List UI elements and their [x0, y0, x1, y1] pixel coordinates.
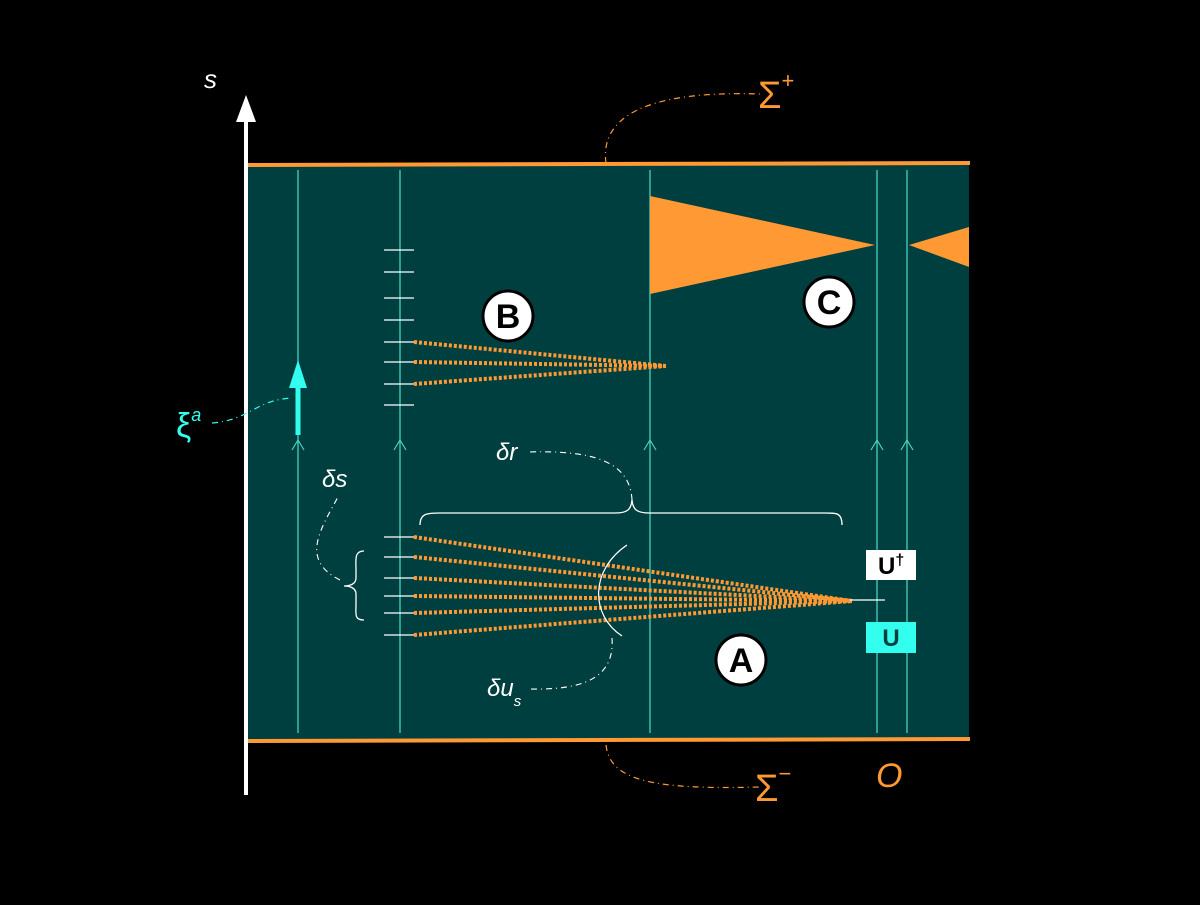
tick-marks-upper — [384, 249, 414, 406]
boundary-bottom-line — [244, 737, 971, 743]
spacetime-slab — [247, 165, 969, 740]
xi-vector-leader — [211, 397, 293, 424]
region-c-marker: C — [802, 275, 856, 329]
sigma-plus-symbol: Σ — [758, 75, 782, 117]
fan-rays-b — [413, 340, 667, 386]
fan-ray — [413, 576, 853, 603]
fan-ray — [413, 535, 853, 603]
delta-u-arc — [598, 544, 628, 637]
sigma-minus-superscript: − — [779, 761, 792, 786]
delta-r-leader — [526, 451, 633, 501]
region-a-circle — [714, 633, 768, 687]
fan-ray — [413, 599, 853, 615]
fan-ray — [413, 599, 853, 637]
tick-marks-lower — [384, 536, 414, 636]
delta-r-label: δr — [496, 439, 518, 466]
delta-u-main: δu — [487, 675, 514, 702]
boundary-top-line — [244, 161, 971, 167]
u-dagger-main: U — [878, 553, 895, 580]
fan-ray — [413, 364, 667, 386]
region-b-marker: B — [481, 289, 535, 343]
delta-u-leader — [529, 637, 613, 690]
region-b-label: B — [496, 298, 521, 336]
u-box: U — [866, 622, 916, 653]
chevron-arrow-icon — [643, 438, 657, 451]
axis-label-s: s — [204, 64, 217, 94]
u-dagger-superscript: † — [895, 552, 904, 569]
fan-ray — [413, 594, 853, 603]
region-a-marker: A — [714, 633, 768, 687]
sigma-minus-label: Σ− — [755, 761, 791, 810]
u-label: U — [882, 625, 899, 652]
delta-s-brace — [343, 550, 365, 621]
fan-ray — [413, 340, 667, 368]
chevron-arrow-icon — [291, 438, 305, 451]
delta-u-subscript: s — [514, 693, 522, 710]
fan-ray — [413, 360, 667, 368]
sigma-minus-symbol: Σ — [755, 768, 779, 810]
region-a-label: A — [729, 642, 754, 680]
s-axis-arrow-icon — [236, 95, 256, 122]
u-dagger-box: U† — [866, 550, 916, 580]
xi-superscript: a — [191, 405, 201, 425]
sigma-plus-label: Σ+ — [758, 68, 794, 117]
sigma-plus-leader — [604, 93, 761, 164]
sigma-minus-leader — [605, 744, 761, 789]
region-c-circle — [802, 275, 856, 329]
region-c-wedge — [650, 196, 875, 294]
u-dagger-label: U† — [878, 552, 904, 580]
delta-s-label: δs — [322, 466, 347, 493]
u-bg — [866, 622, 916, 653]
chevron-arrow-icon — [393, 438, 407, 451]
chevron-arrow-icon — [900, 438, 914, 451]
region-b-circle — [481, 289, 535, 343]
sigma-plus-superscript: + — [782, 68, 795, 93]
delta-u-label: δus — [487, 675, 522, 710]
xi-symbol: ξ — [176, 407, 191, 445]
xi-vector-arrow-icon — [289, 360, 307, 388]
chevron-arrow-icon — [870, 438, 884, 451]
fan-rays-a — [413, 535, 853, 637]
observer-label: O — [876, 757, 902, 795]
worldline-arrows — [291, 438, 914, 451]
region-c-wedge-right — [909, 227, 969, 267]
u-dagger-bg — [866, 550, 916, 580]
fan-ray — [413, 555, 853, 603]
xi-vector-label: ξa — [176, 405, 201, 445]
delta-s-leader — [316, 496, 341, 581]
region-c-label: C — [817, 284, 842, 322]
